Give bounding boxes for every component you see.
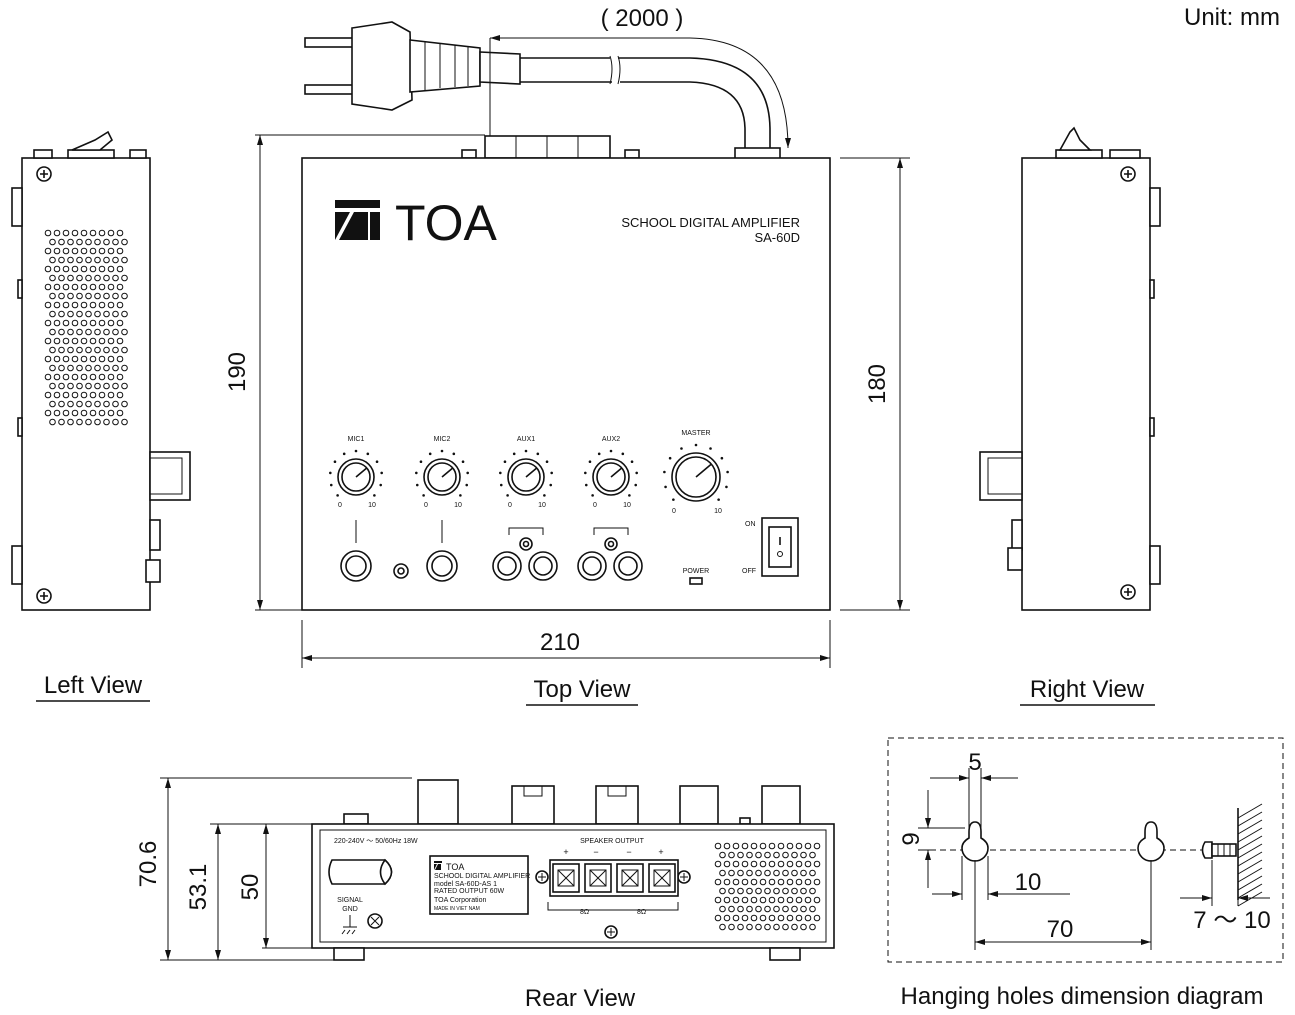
- scale-max-label: 10: [454, 502, 462, 509]
- left-view: Left View: [11, 130, 191, 702]
- toa-logo: TOA: [335, 195, 498, 251]
- label-brand: TOA: [446, 862, 464, 872]
- scale-min-label: 0: [508, 502, 512, 509]
- dim-7-10: 7 〜 10: [1193, 907, 1270, 934]
- knob-aux1: AUX1 0 10: [499, 436, 553, 509]
- terminal-2-sign: −: [593, 847, 598, 857]
- scale-max-label: 10: [714, 508, 722, 515]
- unit-label: Unit: mm: [1184, 4, 1280, 31]
- knob-label-mic2: MIC2: [434, 436, 451, 443]
- power-label: POWER: [683, 568, 709, 575]
- dim-70: 70: [1047, 916, 1074, 943]
- label-line4: TOA Corporation: [434, 897, 487, 904]
- scale-min-label: 0: [424, 502, 428, 509]
- power-switch: ON OFF: [742, 517, 799, 577]
- caption-top-view: Top View: [534, 676, 632, 703]
- vent-grille: [44, 229, 128, 426]
- dim-10: 10: [1015, 869, 1042, 896]
- rear-vent-grille: [714, 842, 821, 931]
- knob-mic1: MIC1 0 10: [329, 436, 383, 509]
- knob-master: MASTER 0 10: [663, 430, 729, 515]
- gnd-label: GND: [342, 906, 358, 913]
- knob-label-master: MASTER: [681, 430, 710, 437]
- scale-min-label: 0: [338, 502, 342, 509]
- knob-label-aux2: AUX2: [602, 436, 620, 443]
- caption-right-view: Right View: [1030, 676, 1145, 703]
- rear-power-rating: 220-240V 〜 50/60Hz 18W: [334, 838, 418, 845]
- scale-max-label: 10: [538, 502, 546, 509]
- power-plug: [304, 21, 521, 111]
- dim-50: 50: [237, 874, 264, 901]
- jack-row: [340, 520, 643, 582]
- model-number: SA-60D: [754, 230, 800, 245]
- terminal-3-sign: −: [626, 847, 631, 857]
- product-name: SCHOOL DIGITAL AMPLIFIER: [621, 215, 800, 230]
- dim-5: 5: [968, 749, 981, 776]
- knob-label-mic1: MIC1: [348, 436, 365, 443]
- knob-aux2: AUX2 0 10: [584, 436, 638, 509]
- scale-max-label: 10: [623, 502, 631, 509]
- label-line3: RATED OUTPUT 60W: [434, 888, 505, 895]
- impedance-2: 8Ω: [637, 909, 646, 916]
- label-line2: model SA-60D-AS 1: [434, 881, 497, 888]
- signal-label: SIGNAL: [337, 897, 363, 904]
- switch-off-label: OFF: [742, 568, 756, 575]
- terminal-4-sign: +: [658, 847, 663, 857]
- power-led: [689, 577, 703, 585]
- caption-hanging-holes: Hanging holes dimension diagram: [901, 983, 1264, 1010]
- top-view: TOA SCHOOL DIGITAL AMPLIFIER SA-60D MIC1…: [224, 21, 910, 668]
- speaker-terminals: SPEAKER OUTPUT + − − + 8Ω 8Ω: [535, 838, 691, 916]
- scale-min-label: 0: [672, 508, 676, 515]
- hanging-holes-diagram: 5 9 10 70 7 〜 10 Hanging holes dimension…: [887, 737, 1284, 1010]
- impedance-1: 8Ω: [580, 909, 589, 916]
- switch-on-label: ON: [745, 521, 756, 528]
- dim-180: 180: [864, 364, 891, 404]
- amplifier-top-body: [301, 157, 831, 611]
- scale-max-label: 10: [368, 502, 376, 509]
- label-line1: SCHOOL DIGITAL AMPLIFIER: [434, 873, 530, 880]
- terminal-1-sign: +: [563, 847, 568, 857]
- right-view: Right View: [979, 126, 1161, 706]
- label-line5: MADE IN VIET NAM: [434, 906, 480, 912]
- speaker-output-label: SPEAKER OUTPUT: [580, 838, 645, 845]
- dim-70-6: 70.6: [135, 841, 162, 888]
- rating-label: TOA SCHOOL DIGITAL AMPLIFIER model SA-60…: [429, 855, 530, 915]
- dim-9: 9: [898, 832, 925, 845]
- cable-length-label: ( 2000 ): [601, 5, 684, 32]
- dim-53-1: 53.1: [185, 864, 212, 911]
- caption-left-view: Left View: [44, 672, 143, 699]
- knob-label-aux1: AUX1: [517, 436, 535, 443]
- scale-min-label: 0: [593, 502, 597, 509]
- caption-rear-view: Rear View: [525, 985, 636, 1012]
- dim-190: 190: [224, 352, 251, 392]
- knob-mic2: MIC2 0 10: [415, 436, 469, 509]
- dim-210: 210: [540, 629, 580, 656]
- brand-text: TOA: [395, 195, 498, 251]
- knob-row: MIC1 0 10 MIC2 0 10 AUX1 0 10 AUX2 0 10 MASTER 0 10: [329, 430, 729, 515]
- rear-view: 220-240V 〜 50/60Hz 18W SIGNAL GND TOA SC…: [135, 777, 835, 1012]
